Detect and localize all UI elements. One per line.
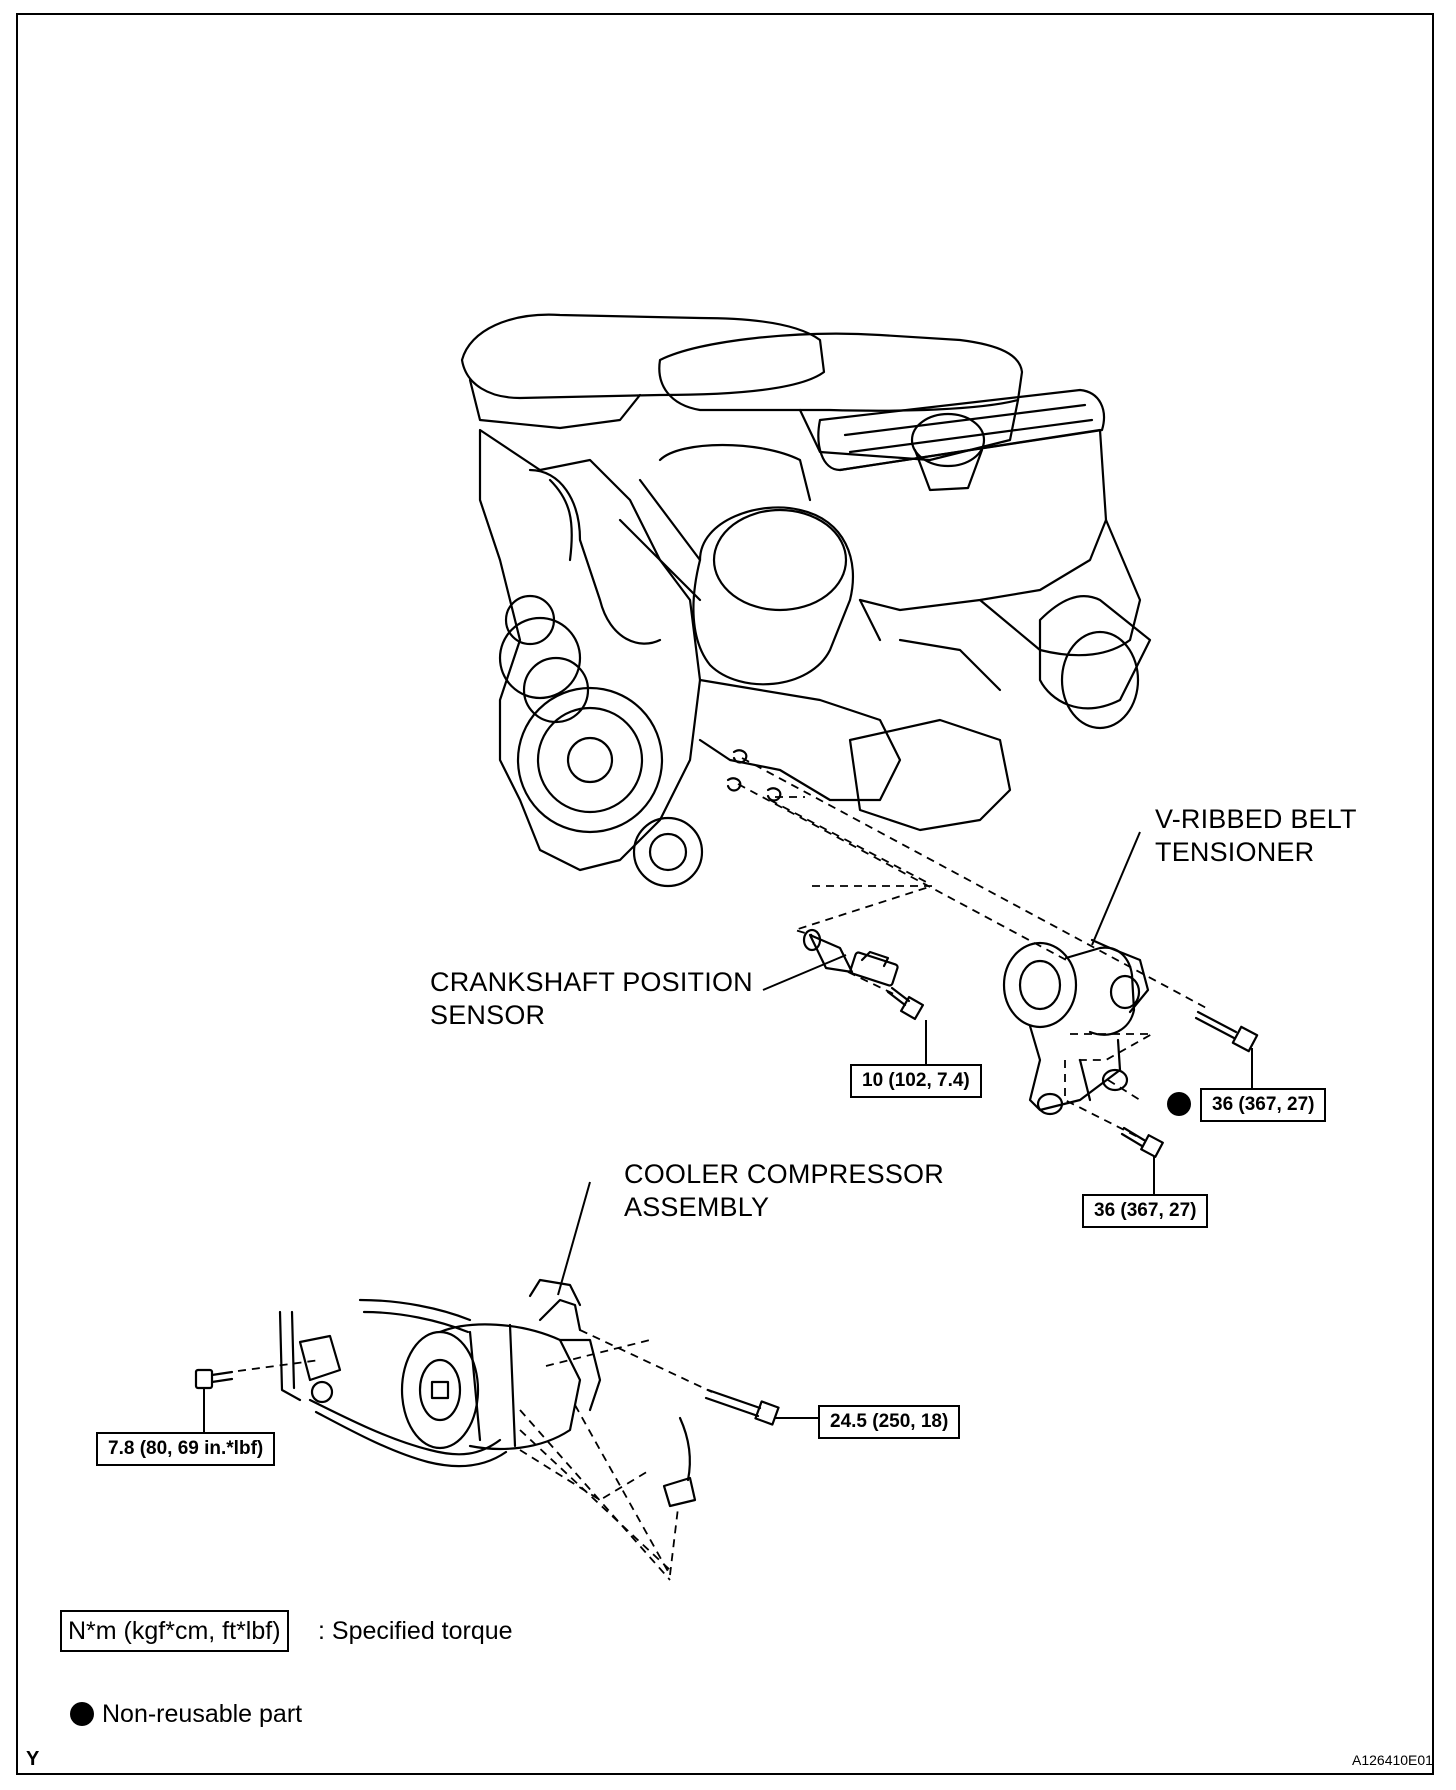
legend-non-reusable-dot bbox=[70, 1702, 94, 1726]
crankshaft-position-sensor-drawing bbox=[802, 928, 899, 987]
crankshaft-position-sensor-label: CRANKSHAFT POSITION SENSOR bbox=[430, 967, 753, 1030]
torque-box-bracket-bolt: 7.8 (80, 69 in.*lbf) bbox=[96, 1432, 276, 1466]
torque-box-tensioner-upper-bolt: 36 (367, 27) bbox=[1200, 1088, 1327, 1122]
cooler-compressor-drawing bbox=[278, 1278, 602, 1468]
torque-box-crank-sensor-bolt: 10 (102, 7.4) bbox=[850, 1064, 982, 1098]
diagram-frame bbox=[16, 13, 1434, 1775]
legend-torque-description: : Specified torque bbox=[318, 1617, 513, 1645]
crank-sensor-bolt-drawing bbox=[886, 986, 925, 1021]
tensioner-upper-bolt-drawing bbox=[1194, 1010, 1259, 1053]
torque-box-compressor-bolt: 24.5 (250, 18) bbox=[818, 1405, 961, 1439]
bracket-bolt-drawing bbox=[194, 1368, 234, 1390]
corner-letter: Y bbox=[26, 1748, 40, 1770]
legend-torque-unit-box: N*m (kgf*cm, ft*lbf) bbox=[60, 1610, 289, 1652]
tensioner-lower-bolt-drawing bbox=[1120, 1126, 1164, 1158]
cooler-compressor-label: COOLER COMPRESSOR ASSEMBLY bbox=[624, 1159, 944, 1222]
v-ribbed-belt-tensioner-drawing bbox=[1002, 938, 1150, 1116]
compressor-bolt-drawing bbox=[704, 1388, 780, 1426]
engine-block-drawing bbox=[460, 313, 1152, 888]
legend-non-reusable-description: Non-reusable part bbox=[102, 1700, 303, 1728]
figure-code: A126410E01 bbox=[1352, 1752, 1433, 1768]
torque-box-tensioner-lower-bolt: 36 (367, 27) bbox=[1082, 1194, 1209, 1228]
compressor-connector-drawing bbox=[662, 1416, 697, 1508]
tensioner-label: V-RIBBED BELT TENSIONER bbox=[1155, 804, 1357, 867]
non-reusable-marker-dot bbox=[1167, 1092, 1191, 1116]
